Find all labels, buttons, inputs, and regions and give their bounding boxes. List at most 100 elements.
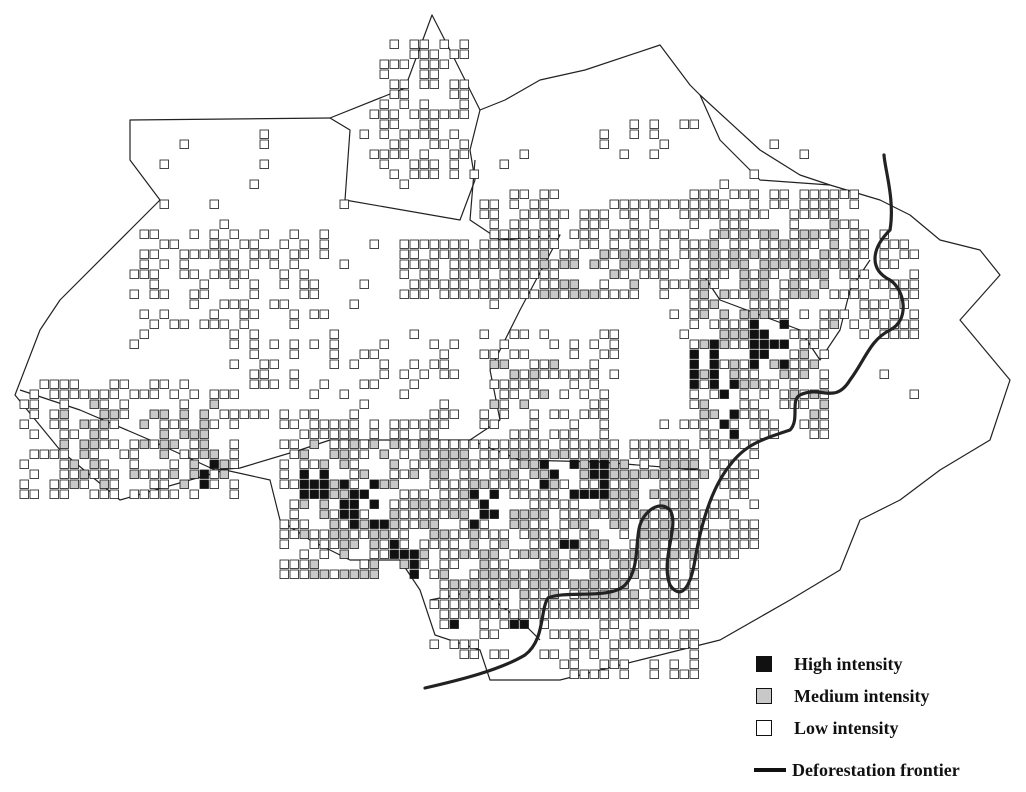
grid-cell (509, 289, 519, 299)
grid-cell (689, 299, 699, 309)
grid-cell (769, 259, 779, 269)
grid-cell (109, 419, 119, 429)
grid-cell (329, 349, 339, 359)
grid-cell (739, 279, 749, 289)
grid-cell (519, 549, 529, 559)
grid-cell (139, 439, 149, 449)
grid-cell (519, 209, 529, 219)
grid-cell (419, 99, 429, 109)
grid-cell (529, 569, 539, 579)
grid-cell (389, 549, 399, 559)
grid-cell (529, 259, 539, 269)
grid-cell (149, 409, 159, 419)
grid-cell (599, 569, 609, 579)
grid-cell (689, 289, 699, 299)
grid-cell (419, 449, 429, 459)
grid-cell (289, 449, 299, 459)
grid-cell (689, 509, 699, 519)
grid-cell (589, 209, 599, 219)
grid-cell (549, 269, 559, 279)
grid-cell (549, 479, 559, 489)
grid-cell (519, 619, 529, 629)
grid-cell (149, 469, 159, 479)
grid-cell (759, 419, 769, 429)
grid-cell (909, 279, 919, 289)
grid-cell (219, 319, 229, 329)
grid-cell (799, 269, 809, 279)
grid-cell (489, 489, 499, 499)
grid-cell (329, 359, 339, 369)
grid-cell (829, 259, 839, 269)
grid-cell (659, 609, 669, 619)
grid-cell (819, 199, 829, 209)
grid-cell (489, 579, 499, 589)
grid-cell (759, 339, 769, 349)
grid-cell (679, 629, 689, 639)
grid-cell (549, 569, 559, 579)
grid-cell (399, 179, 409, 189)
grid-cell (399, 549, 409, 559)
grid-cell (539, 549, 549, 559)
grid-cell (489, 469, 499, 479)
grid-cell (639, 639, 649, 649)
grid-cell (769, 309, 779, 319)
grid-cell (459, 139, 469, 149)
grid-cell (729, 549, 739, 559)
grid-cell (509, 279, 519, 289)
grid-cell (99, 479, 109, 489)
grid-cell (649, 669, 659, 679)
grid-cell (279, 239, 289, 249)
grid-cell (369, 479, 379, 489)
grid-cell (559, 449, 569, 459)
grid-cell (319, 419, 329, 429)
grid-cell (719, 419, 729, 429)
grid-cell (29, 429, 39, 439)
grid-cell (249, 249, 259, 259)
grid-cell (729, 329, 739, 339)
grid-cell (509, 349, 519, 359)
grid-cell (619, 199, 629, 209)
grid-cell (609, 639, 619, 649)
grid-cell (149, 379, 159, 389)
grid-cell (699, 239, 709, 249)
grid-cell (639, 249, 649, 259)
grid-cell (619, 559, 629, 569)
grid-cell (429, 639, 439, 649)
grid-cell (499, 479, 509, 489)
grid-cell (749, 499, 759, 509)
grid-cell (439, 279, 449, 289)
grid-cell (469, 519, 479, 529)
grid-cell (539, 479, 549, 489)
grid-cell (539, 269, 549, 279)
grid-cell (469, 569, 479, 579)
grid-cell (499, 609, 509, 619)
grid-cell (729, 519, 739, 529)
grid-cell (859, 299, 869, 309)
grid-cell (729, 439, 739, 449)
grid-cell (679, 119, 689, 129)
grid-cell (329, 489, 339, 499)
grid-cell (609, 449, 619, 459)
grid-cell (519, 599, 529, 609)
grid-cell (429, 469, 439, 479)
grid-cell (389, 139, 399, 149)
grid-cell (689, 659, 699, 669)
grid-cell (639, 599, 649, 609)
grid-cell (489, 349, 499, 359)
grid-cell (589, 259, 599, 269)
grid-cell (729, 429, 739, 439)
grid-cell (549, 369, 559, 379)
grid-cell (529, 419, 539, 429)
grid-cell (349, 519, 359, 529)
grid-cell (359, 349, 369, 359)
grid-cell (729, 339, 739, 349)
grid-cell (499, 399, 509, 409)
grid-cell (379, 479, 389, 489)
grid-cell (779, 389, 789, 399)
grid-cell (399, 539, 409, 549)
grid-cell (269, 379, 279, 389)
grid-cell (479, 589, 489, 599)
grid-cell (579, 409, 589, 419)
grid-cell (69, 379, 79, 389)
grid-cell (299, 249, 309, 259)
